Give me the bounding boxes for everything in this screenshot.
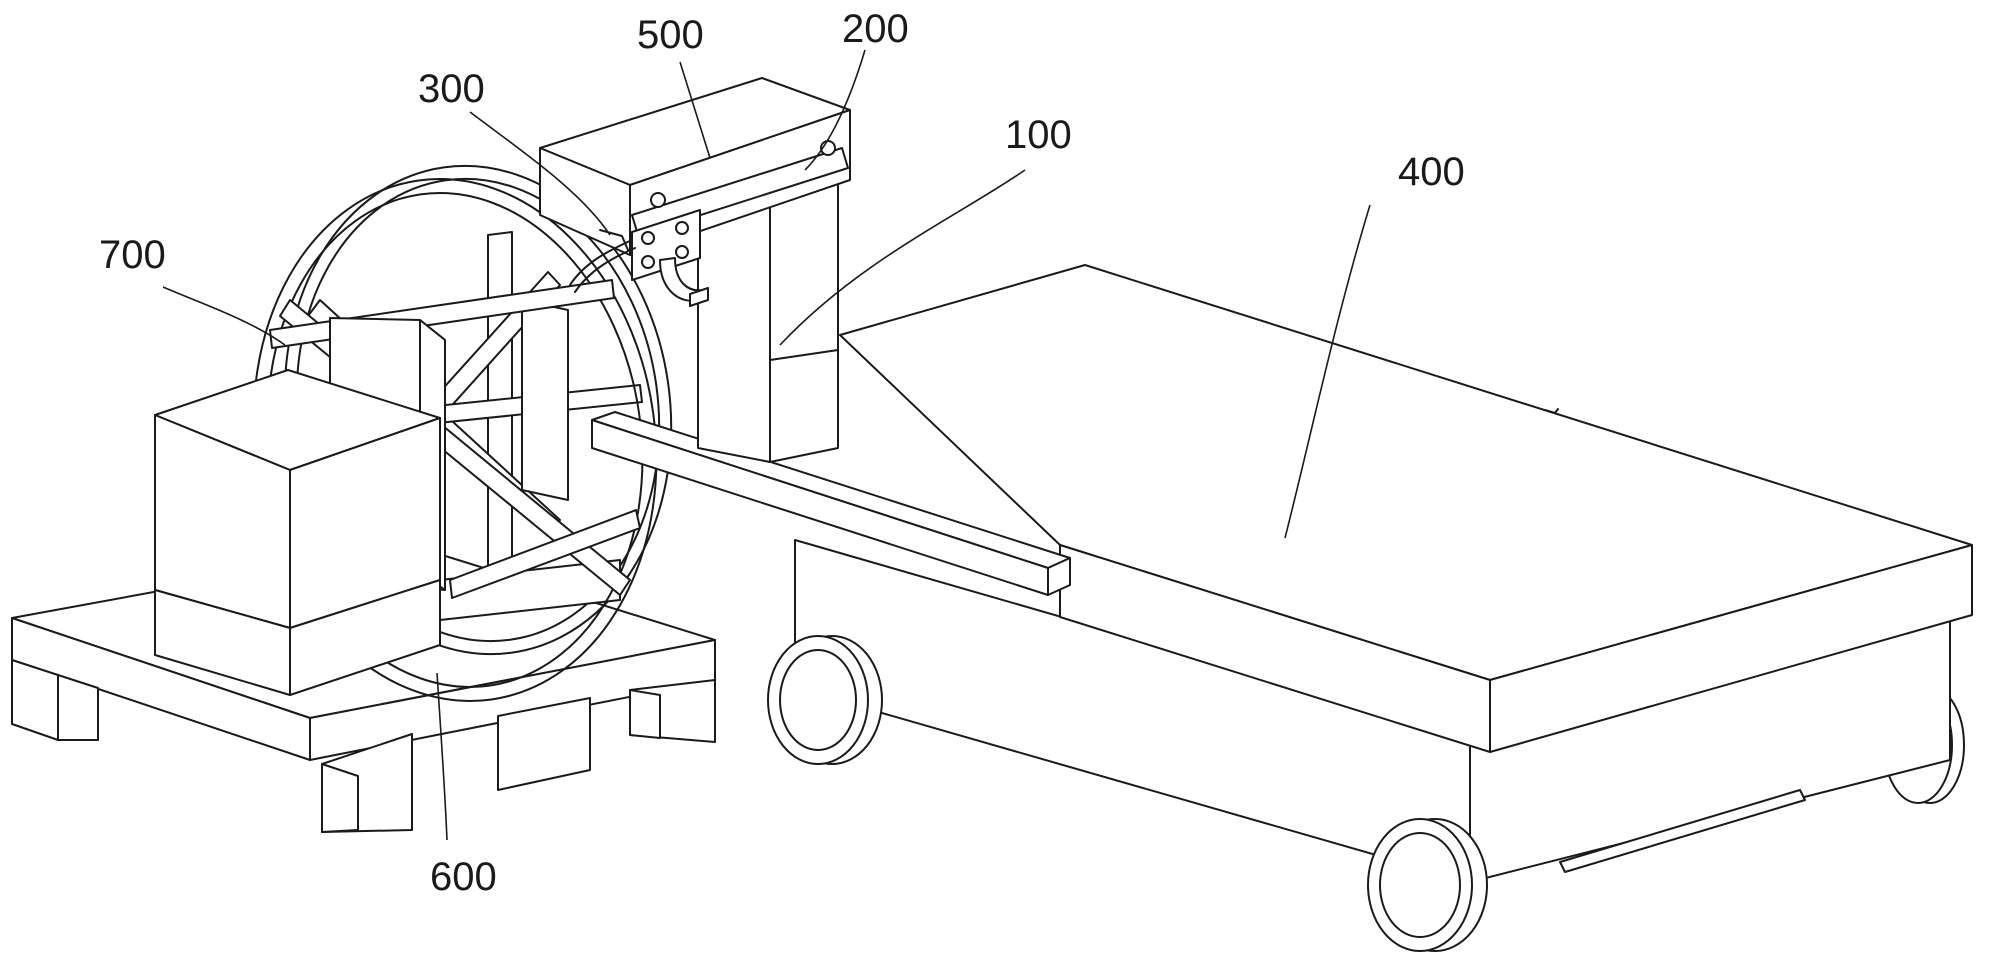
- cart-assembly: [768, 265, 1972, 951]
- front-right-wheel: [1368, 819, 1487, 951]
- label-400: 400: [1398, 150, 1465, 194]
- label-300: 300: [418, 67, 485, 111]
- front-left-wheel: [768, 636, 882, 764]
- label-100: 100: [1005, 113, 1072, 157]
- leader-700: [163, 287, 285, 345]
- label-700: 700: [99, 233, 166, 277]
- label-600: 600: [430, 855, 497, 899]
- label-200: 200: [842, 7, 909, 51]
- motor-box: [155, 318, 445, 695]
- label-500: 500: [637, 13, 704, 57]
